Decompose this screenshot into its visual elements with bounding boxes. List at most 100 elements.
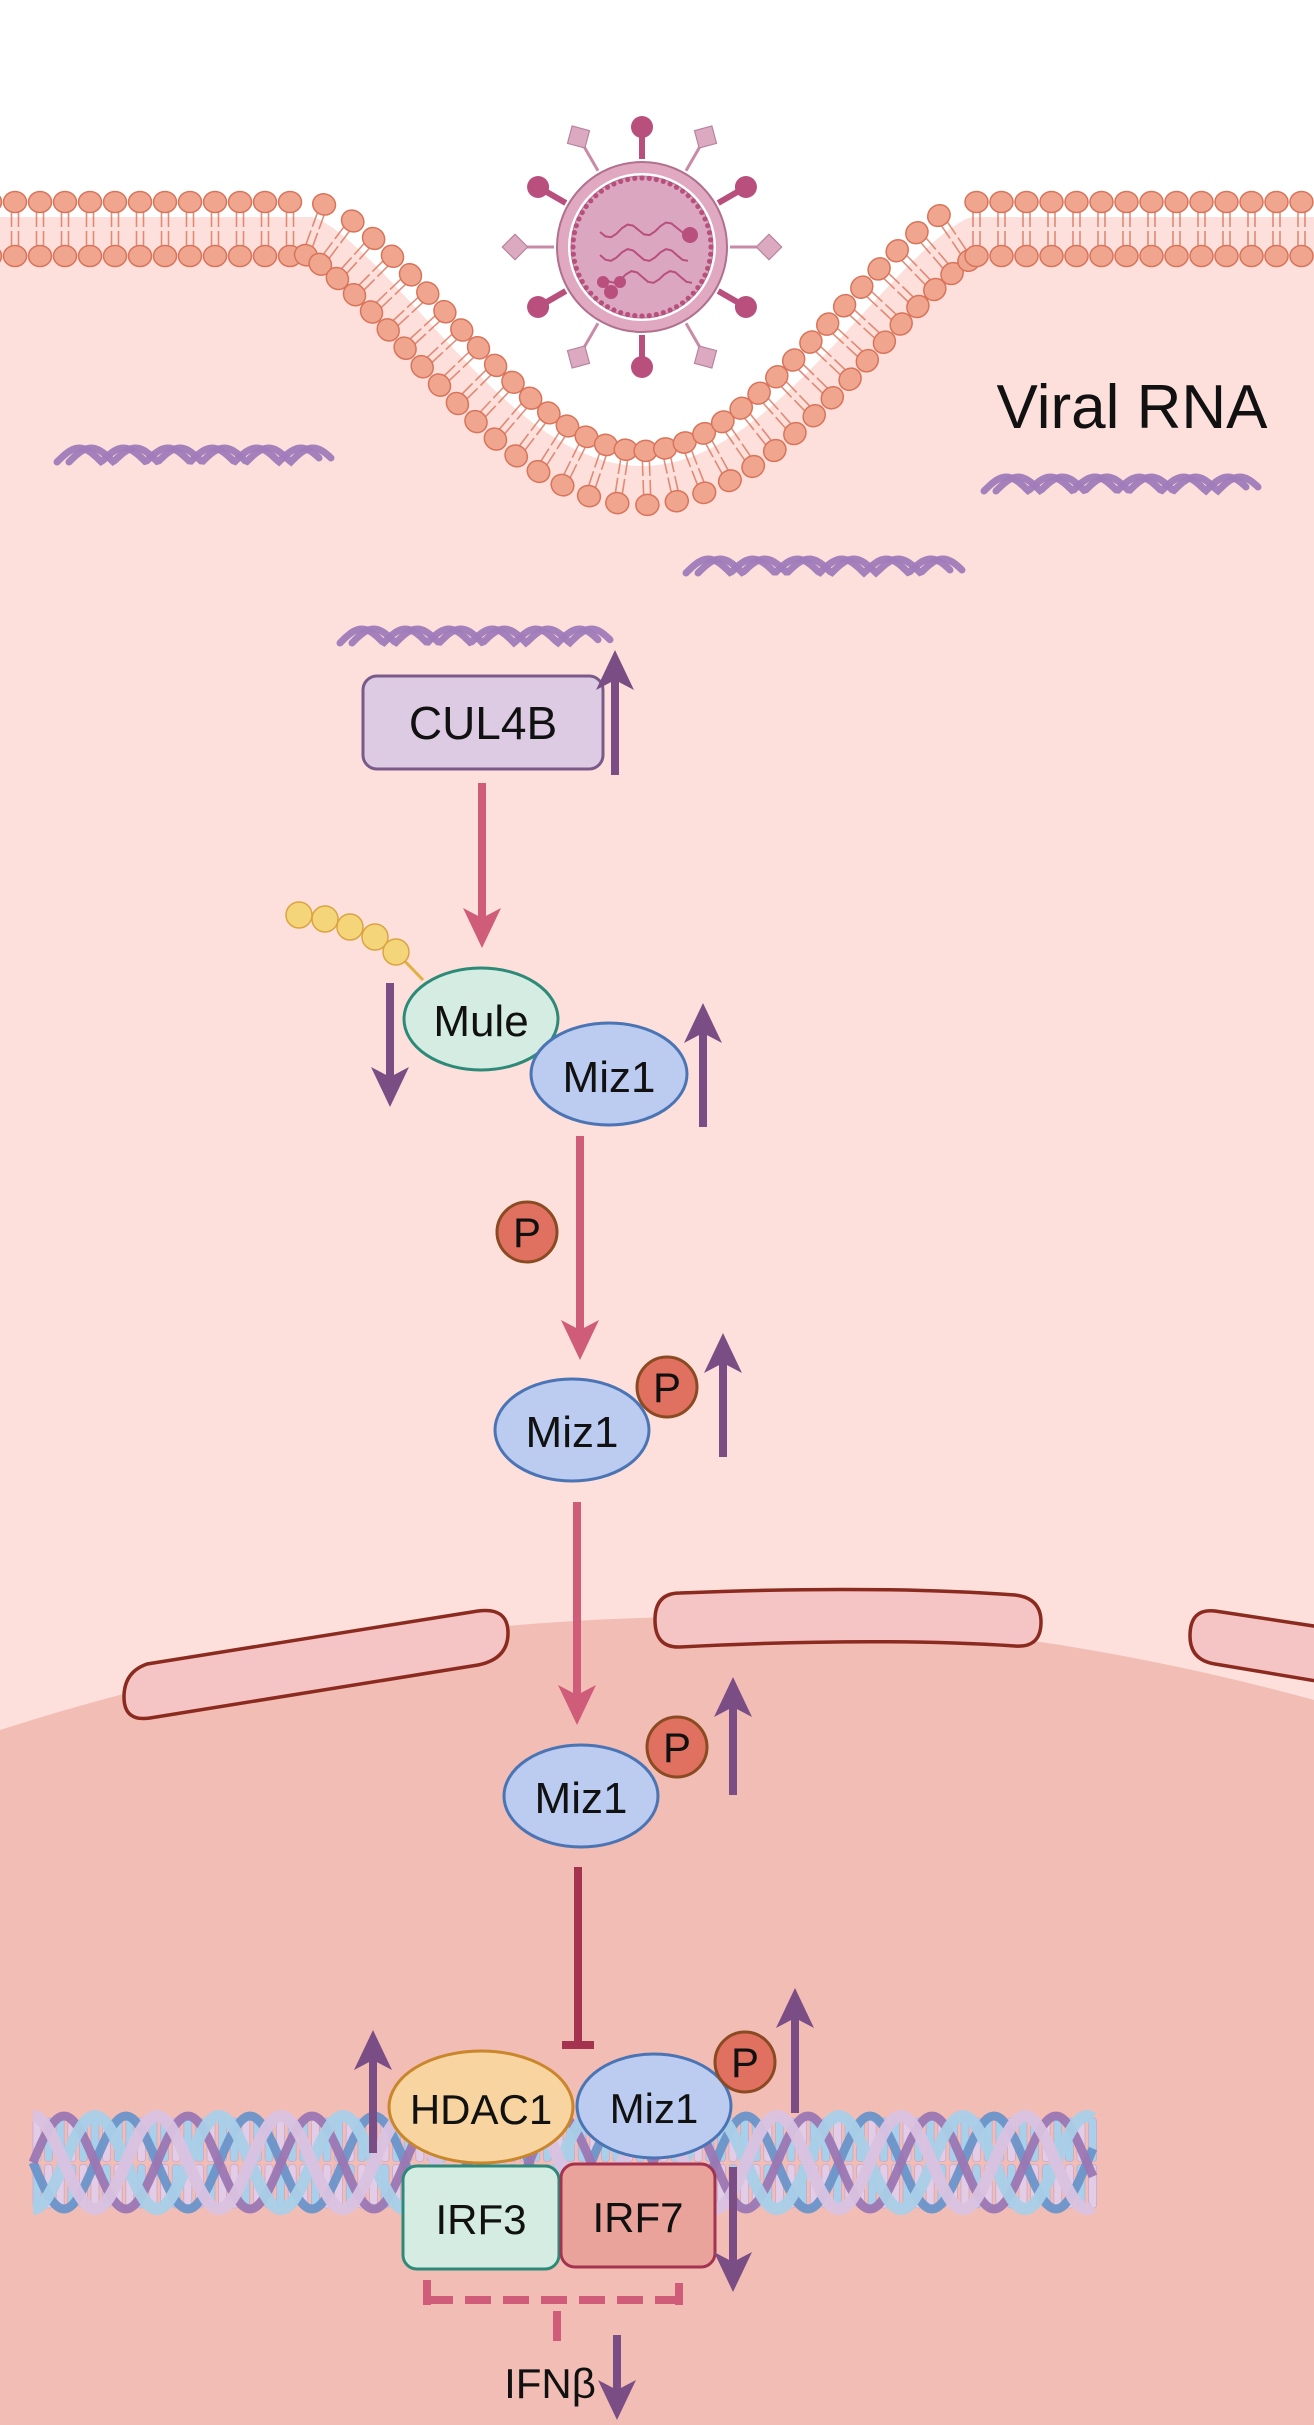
- capsid-dot: [618, 178, 624, 184]
- lipid-tail: [849, 314, 862, 326]
- lipid-head: [1089, 244, 1114, 268]
- virus-spike: [543, 188, 568, 206]
- lipid-head: [2, 190, 28, 214]
- lipid-tail: [932, 256, 944, 269]
- lipid-head: [802, 403, 826, 428]
- lipid-head: [450, 318, 474, 342]
- lipid-tail: [901, 285, 914, 298]
- upregulation-arrow-icon: [354, 2030, 392, 2153]
- virus-spike: [684, 322, 703, 350]
- hdac1-node[interactable]: HDAC1: [387, 2049, 575, 2165]
- capsid-dot: [639, 175, 645, 181]
- lipid-head: [1014, 244, 1039, 268]
- capsid-dot: [573, 265, 579, 271]
- downregulation-arrow-icon: [598, 2335, 636, 2420]
- lipid-head: [1164, 190, 1189, 214]
- mule-node[interactable]: Mule: [402, 966, 560, 1072]
- lipid-tail: [614, 477, 619, 493]
- miz1-node[interactable]: Miz1: [529, 1021, 689, 1127]
- miz1-phospho-node[interactable]: Miz1: [493, 1377, 651, 1483]
- capsid-dot: [708, 244, 714, 250]
- lipid-tail: [896, 291, 909, 303]
- viral-rna-strand-bound: [336, 625, 614, 648]
- lipid-tail: [322, 241, 334, 255]
- capsid-dot: [699, 209, 705, 216]
- lipid-tail: [741, 443, 752, 457]
- lipid-tail: [311, 232, 319, 248]
- lipid-head: [765, 365, 789, 389]
- phosphorylation-arrow-icon: [561, 1136, 599, 1360]
- capsid-dot: [690, 198, 696, 204]
- lipid-tail: [674, 475, 679, 491]
- capsid-dot: [706, 258, 713, 264]
- lipid-head: [635, 493, 660, 517]
- lipid-head: [1139, 244, 1164, 268]
- lipid-tail: [376, 265, 389, 278]
- svg-text:Mule: Mule: [433, 997, 528, 1046]
- lipid-tail: [755, 432, 767, 446]
- lipid-head: [526, 459, 551, 484]
- viral-rna-strand: [53, 444, 335, 467]
- virus-spike: [716, 288, 741, 306]
- lipid-tail: [829, 364, 842, 376]
- capsid-dot: [618, 310, 624, 316]
- capsid-dot: [598, 188, 605, 194]
- irf3-node[interactable]: IRF3: [401, 2164, 561, 2271]
- lipid-tail: [535, 422, 547, 436]
- lipid-tail: [492, 386, 505, 399]
- capsid-dot: [611, 181, 617, 187]
- lipid-tail: [497, 391, 510, 404]
- miz1-nuclear-node[interactable]: Miz1: [502, 1743, 660, 1849]
- lipid-tail: [479, 400, 492, 413]
- lipid-tail: [457, 351, 470, 364]
- arrow-head: [463, 908, 501, 948]
- irf7-node[interactable]: IRF7: [559, 2162, 717, 2269]
- virus-spike: [684, 144, 703, 172]
- lipid-head: [1214, 244, 1239, 268]
- lipid-tail: [474, 369, 487, 382]
- lipid-head: [27, 244, 53, 268]
- lipid-head: [0, 249, 3, 263]
- lipid-tail: [588, 471, 595, 486]
- lipid-tail: [649, 479, 652, 495]
- lipid-tail: [569, 463, 578, 479]
- lipid-tail: [443, 364, 456, 377]
- lipid-head: [416, 281, 440, 305]
- capsid-dot: [708, 251, 714, 257]
- lipid-head: [2, 244, 28, 268]
- capsid-dot: [639, 313, 645, 319]
- lipid-tail: [353, 242, 365, 256]
- lipid-tail: [663, 458, 668, 474]
- lipid-tail: [510, 402, 523, 416]
- genome-protein: [604, 285, 618, 299]
- lipid-tail: [720, 456, 729, 471]
- capsid-dot: [625, 311, 631, 318]
- capsid-dot: [705, 265, 711, 271]
- capsid-dot: [653, 176, 659, 183]
- ifnb-label: IFNβ: [504, 2360, 596, 2407]
- miz1-dna-bound-node[interactable]: Miz1: [575, 2052, 733, 2160]
- lipid-head: [340, 209, 365, 233]
- nuclear-envelope-segment: [1188, 1608, 1314, 1683]
- svg-text:IRF3: IRF3: [435, 2196, 526, 2243]
- capsid-dot: [667, 181, 673, 187]
- capsid-dot: [611, 307, 617, 313]
- lipid-head: [483, 353, 508, 378]
- capsid-dot: [570, 237, 576, 243]
- lipid-head: [815, 312, 840, 336]
- lipid-head: [885, 238, 909, 263]
- lipid-head: [989, 190, 1014, 214]
- virus-glycoprotein: [755, 233, 783, 261]
- phosphate-badge: P: [635, 1355, 699, 1419]
- cul4b-node[interactable]: CUL4B: [361, 674, 605, 771]
- lipid-tail: [880, 308, 893, 321]
- lipid-head: [1164, 244, 1189, 268]
- lipid-tail: [744, 417, 755, 431]
- lipid-head: [152, 244, 178, 268]
- lipid-head: [1239, 244, 1264, 268]
- svg-text:IRF7: IRF7: [592, 2194, 683, 2241]
- arrow-head: [598, 2380, 636, 2420]
- lipid-head: [850, 275, 874, 299]
- lipid-tail: [498, 417, 510, 430]
- lipid-head: [762, 438, 787, 463]
